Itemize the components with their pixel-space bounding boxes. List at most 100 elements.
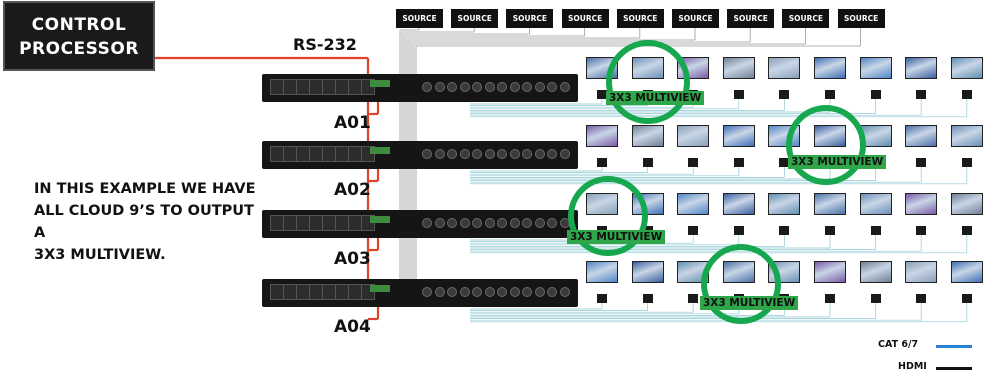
matrix-input-card: [283, 79, 297, 95]
matrix-input-card: [270, 79, 284, 95]
output-port: [534, 287, 545, 297]
matrix-input-card: [270, 215, 284, 231]
display-receiver: [961, 294, 972, 303]
display-screen: [722, 193, 755, 215]
output-port: [447, 82, 457, 92]
source-box-2: SOURCE: [451, 9, 499, 28]
output-port: [459, 82, 470, 92]
display-receiver: [916, 90, 927, 99]
multiview-label-4: 3X3 MULTIVIEW: [700, 296, 799, 310]
display-receiver: [916, 158, 927, 167]
output-port: [447, 287, 457, 297]
display-screen: [905, 193, 938, 215]
output-port: [434, 287, 445, 297]
display-screen: [950, 261, 983, 283]
display-screen: [814, 261, 846, 283]
rs232-terminal: [370, 285, 390, 292]
display-receiver: [825, 90, 835, 99]
matrix-input-card: [322, 79, 336, 95]
display-screen: [814, 193, 846, 215]
matrix-input-card: [283, 215, 297, 231]
matrix-input-card: [309, 284, 323, 300]
matrix-input-card: [270, 284, 284, 300]
matrix-input-card: [296, 79, 310, 95]
output-port: [422, 82, 432, 92]
legend-cat-label: CAT 6/7: [878, 339, 919, 350]
matrix-input-card: [335, 215, 349, 231]
output-port: [509, 149, 520, 159]
display-screen: [905, 261, 938, 283]
description-line-1: IN THIS EXAMPLE WE HAVE: [34, 181, 256, 197]
display-screen: [722, 57, 755, 79]
multiview-ring-1: [606, 40, 690, 124]
output-port: [534, 218, 545, 228]
output-port: [547, 218, 557, 228]
display-receiver: [597, 294, 607, 303]
output-port: [434, 82, 445, 92]
output-port: [522, 149, 532, 159]
output-port: [484, 82, 495, 92]
display-screen: [722, 125, 755, 147]
matrix-input-card: [309, 215, 323, 231]
matrix-input-card: [348, 79, 362, 95]
output-port: [547, 82, 557, 92]
legend-hdmi-line: [936, 367, 972, 370]
display-receiver: [642, 158, 653, 167]
display-receiver: [961, 226, 972, 235]
output-port: [434, 218, 445, 228]
display-receiver: [870, 226, 881, 235]
output-port: [472, 149, 482, 159]
display-receiver: [870, 294, 881, 303]
description-text: IN THIS EXAMPLE WE HAVE ALL CLOUD 9’S TO…: [34, 178, 264, 266]
output-port: [459, 149, 470, 159]
matrix-input-card: [335, 146, 349, 162]
output-port: [484, 218, 495, 228]
multiview-label-1: 3X3 MULTIVIEW: [606, 91, 705, 105]
output-port: [497, 82, 507, 92]
matrix-switcher-2: [262, 141, 578, 169]
display-receiver: [961, 158, 972, 167]
display-screen: [631, 261, 664, 283]
matrix-input-card: [322, 146, 336, 162]
display-screen: [586, 261, 618, 283]
control-processor-label-line1: CONTROL: [31, 15, 127, 35]
display-screen: [950, 125, 983, 147]
display-receiver: [961, 90, 972, 99]
display-receiver: [688, 158, 699, 167]
display-receiver: [688, 226, 699, 235]
rs232-label: RS-232: [293, 35, 357, 54]
display-receiver: [825, 294, 835, 303]
multiview-ring-4: [701, 244, 781, 324]
source-box-1: SOURCE: [396, 9, 443, 28]
matrix-switcher-1: [262, 74, 578, 102]
matrix-input-card: [335, 284, 349, 300]
output-port: [559, 82, 570, 92]
output-port: [522, 218, 532, 228]
display-receiver: [733, 158, 744, 167]
description-line-2: ALL CLOUD 9’S TO OUTPUT A: [34, 203, 254, 241]
matrix-input-card: [283, 146, 297, 162]
output-port: [472, 218, 482, 228]
display-receiver: [825, 226, 835, 235]
matrix-input-card: [322, 284, 336, 300]
output-port: [559, 149, 570, 159]
display-receiver: [642, 294, 653, 303]
multiview-ring-2: [786, 105, 866, 185]
display-screen: [905, 57, 938, 79]
matrix-input-card: [335, 79, 349, 95]
matrix-input-card: [348, 215, 362, 231]
display-screen: [950, 57, 983, 79]
display-receiver: [597, 90, 607, 99]
output-port: [422, 218, 432, 228]
output-port: [522, 287, 532, 297]
display-screen: [768, 193, 801, 215]
output-port: [472, 82, 482, 92]
display-receiver: [733, 90, 744, 99]
output-port: [459, 287, 470, 297]
matrix-input-card: [296, 146, 310, 162]
matrix-input-card: [348, 146, 362, 162]
matrix-label-3: A03: [334, 249, 371, 269]
source-box-4: SOURCE: [561, 9, 609, 28]
display-receiver: [916, 294, 927, 303]
output-port: [547, 287, 557, 297]
